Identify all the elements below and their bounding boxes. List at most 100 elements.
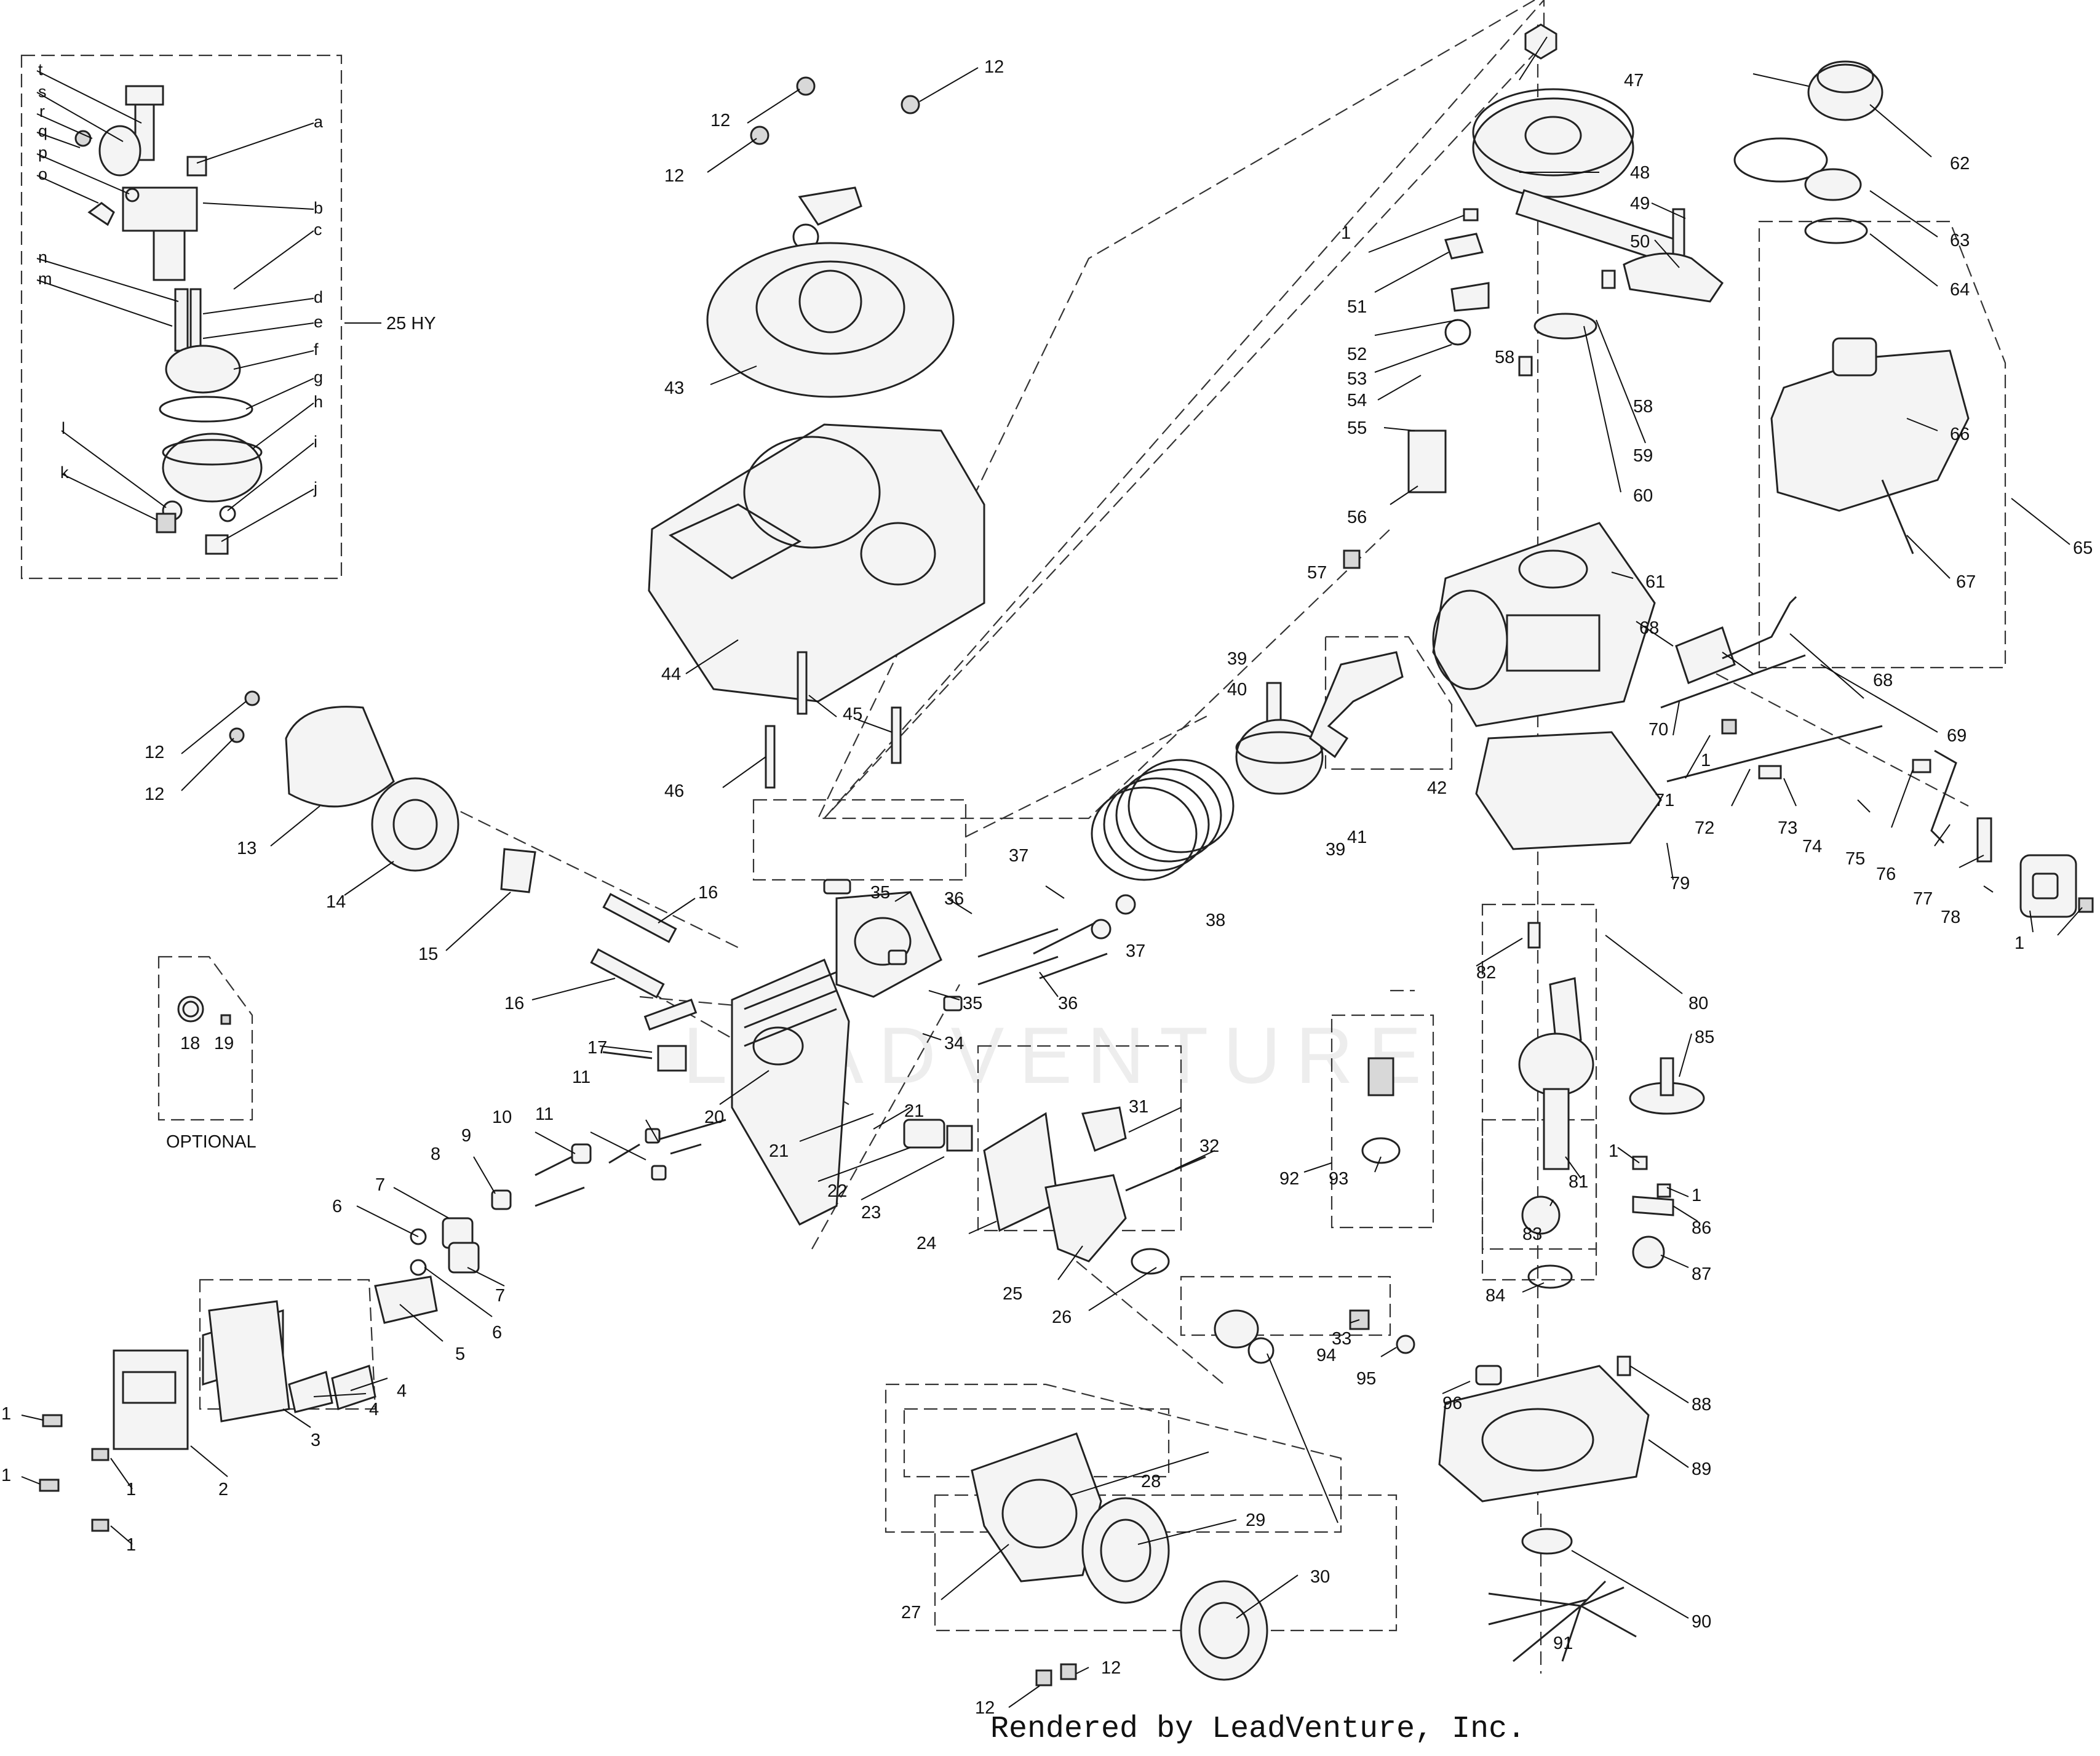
fuel-tank-box (1758, 220, 2007, 669)
callout-8: 8 (431, 1144, 440, 1164)
carb-letter-s: s (38, 82, 47, 101)
callout-69: 69 (1947, 726, 1967, 746)
carb-letter-t: t (38, 60, 43, 79)
callout-16-b: 16 (504, 994, 524, 1013)
crankcase-cover-parts (1349, 1309, 1650, 1662)
callout-44: 44 (661, 664, 681, 684)
callout-66: 66 (1950, 425, 1970, 444)
callout-17: 17 (587, 1038, 607, 1058)
callout-55: 55 (1347, 418, 1367, 438)
callout-11-a: 11 (572, 1068, 591, 1087)
callout-15: 15 (418, 944, 438, 964)
blower-housing-parts (648, 76, 985, 789)
callout-36-b: 36 (1058, 994, 1078, 1013)
callout-95: 95 (1356, 1369, 1376, 1389)
callout-11-b: 11 (535, 1104, 554, 1124)
callout-93: 93 (1329, 1169, 1348, 1189)
leader-lines (21, 36, 2083, 1708)
callout-3: 3 (311, 1431, 320, 1450)
callout-91: 91 (1553, 1634, 1573, 1653)
callout-47: 47 (1624, 71, 1644, 90)
callout-46: 46 (664, 781, 684, 801)
carb-letter-b: b (314, 199, 323, 217)
carb-letter-a: a (314, 113, 324, 131)
callout-7-a: 7 (375, 1175, 385, 1195)
callout-79: 79 (1670, 874, 1690, 893)
callout-39-a: 39 (1227, 649, 1247, 669)
callout-35-a: 35 (870, 883, 890, 903)
crankcase-parts (1432, 522, 2094, 918)
piston-rod-parts (1033, 651, 1404, 980)
callout-43: 43 (664, 378, 684, 398)
callout-1-c: 1 (2014, 933, 2024, 953)
optional-box (157, 956, 253, 1121)
callout-68-a: 68 (1639, 618, 1659, 638)
callout-64: 64 (1950, 280, 1970, 300)
callout-24: 24 (917, 1234, 936, 1253)
callout-51: 51 (1347, 297, 1367, 317)
callout-10: 10 (492, 1107, 512, 1127)
carb-letter-g: g (314, 368, 323, 386)
callout-86: 86 (1692, 1218, 1711, 1238)
carb-letter-o: o (38, 165, 47, 183)
group-boxes (20, 0, 2007, 1632)
callout-29: 29 (1246, 1511, 1265, 1530)
callout-96: 96 (1442, 1394, 1462, 1413)
callout-1-h: 1 (126, 1480, 136, 1499)
callout-13: 13 (237, 839, 257, 858)
carb-letter-j: j (313, 479, 317, 497)
flywheel-brake-box (1180, 1275, 1391, 1336)
callout-39-b: 39 (1326, 840, 1345, 860)
rendered-by-footer: Rendered by LeadVenture, Inc. (990, 1712, 1526, 1747)
callout-84: 84 (1486, 1286, 1505, 1306)
air-filter-parts (229, 690, 851, 1031)
callout-40: 40 (1227, 680, 1247, 700)
callout-87: 87 (1692, 1264, 1711, 1284)
carb-letter-c: c (314, 220, 322, 239)
carburetor-box (977, 1045, 1182, 1232)
callout-34: 34 (944, 1034, 964, 1053)
callout-65: 65 (2073, 538, 2093, 558)
callout-76: 76 (1876, 864, 1896, 884)
carb-letter-m: m (38, 269, 52, 288)
callout-36-a: 36 (944, 889, 964, 909)
callout-20: 20 (704, 1107, 724, 1127)
callout-41: 41 (1347, 828, 1367, 847)
crankshaft-parts (1361, 922, 1705, 1289)
callout-2: 2 (218, 1480, 228, 1499)
carb-letter-r: r (39, 102, 45, 121)
carb-letter-d: d (314, 288, 323, 306)
callout-5: 5 (455, 1344, 465, 1364)
fuel-tank-parts (1733, 60, 1970, 554)
callout-1-i: 1 (126, 1535, 136, 1555)
carb-letter-i: i (314, 433, 317, 451)
flywheel-parts (1343, 23, 1724, 569)
exhaust-box (199, 1279, 376, 1410)
carb-kit-parts (74, 85, 263, 555)
callout-77: 77 (1913, 889, 1933, 909)
callout-31: 31 (1129, 1097, 1148, 1117)
carb-letter-k: k (60, 463, 69, 482)
callout-62: 62 (1950, 154, 1970, 174)
callout-23: 23 (861, 1203, 881, 1223)
callout-88: 88 (1692, 1395, 1711, 1415)
callout-28: 28 (1141, 1472, 1161, 1491)
callout-14: 14 (326, 892, 346, 912)
callout-1-g: 1 (1, 1466, 11, 1485)
callout-19: 19 (214, 1034, 234, 1053)
callout-50: 50 (1630, 232, 1650, 252)
carb-kit-box (20, 54, 343, 580)
callout-58-a: 58 (1495, 348, 1514, 367)
optional-parts (177, 996, 231, 1025)
callout-82: 82 (1476, 963, 1496, 983)
callout-7-b: 7 (495, 1286, 505, 1306)
callout-42: 42 (1427, 778, 1447, 798)
callout-81: 81 (1569, 1172, 1588, 1192)
callout-12-d: 12 (145, 743, 164, 762)
callout-9: 9 (461, 1126, 471, 1146)
callout-1-f: 1 (1, 1404, 11, 1424)
callout-1-e: 1 (1692, 1186, 1701, 1205)
carb-letter-p: p (38, 143, 47, 162)
callout-54: 54 (1347, 391, 1367, 410)
